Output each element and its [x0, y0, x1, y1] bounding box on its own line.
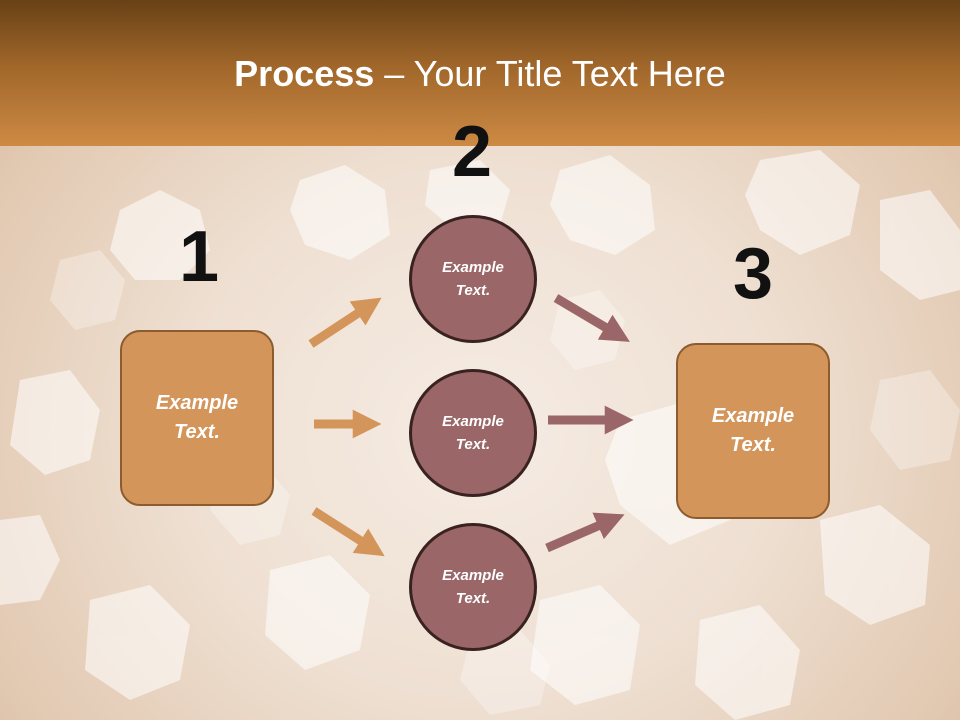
process-box-end: Example Text. — [676, 343, 830, 519]
circle-text-line1: Example — [442, 567, 504, 584]
title-bar — [0, 0, 960, 146]
circle-text-line2: Text. — [455, 282, 491, 299]
step-number-1: 1 — [178, 217, 220, 297]
title-bold: Process — [234, 53, 375, 94]
process-box-start: Example Text. — [120, 330, 274, 506]
circle-text-line1: Example — [442, 413, 504, 430]
box-text-line2: Text. — [730, 434, 776, 456]
box-text-line1: Example — [711, 405, 795, 427]
arrow-left-down — [311, 507, 385, 557]
title-rest: – Your Title Text Here — [374, 53, 726, 94]
box-text-line1: Example — [155, 392, 239, 414]
step-number-3: 3 — [732, 234, 774, 314]
arrow-right-up — [545, 512, 625, 553]
step-number-2: 2 — [451, 112, 493, 192]
circle-text-line2: Text. — [455, 590, 491, 607]
circle-text-line1: Example — [442, 259, 504, 276]
circle-text-line2: Text. — [455, 436, 491, 453]
arrow-left-up — [308, 297, 382, 348]
process-circle-bottom: Example Text. — [409, 523, 537, 651]
process-circle-top: Example Text. — [409, 215, 537, 343]
slide-title: Process – Your Title Text Here — [0, 52, 960, 96]
arrow-right-down — [553, 294, 630, 342]
process-circle-middle: Example Text. — [409, 369, 537, 497]
box-text-line2: Text. — [174, 421, 220, 443]
